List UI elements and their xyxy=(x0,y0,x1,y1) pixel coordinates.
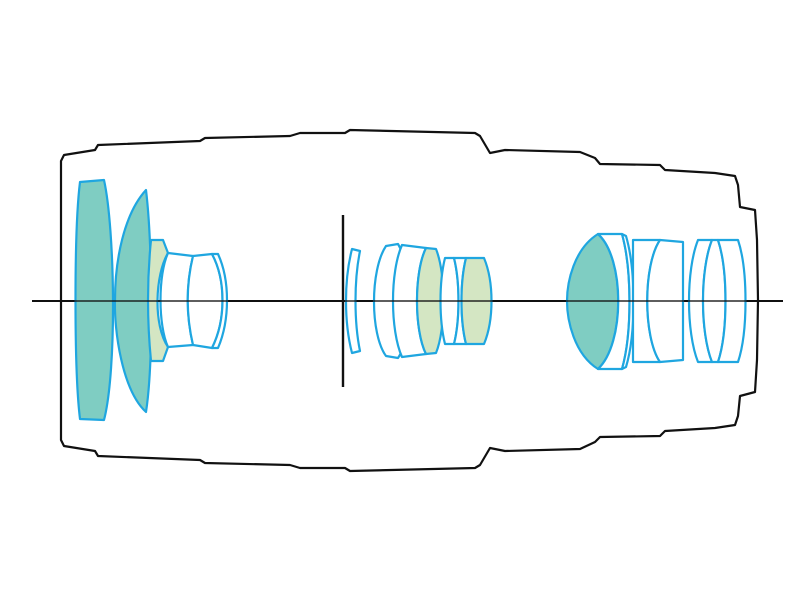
front-element-6 xyxy=(210,252,229,350)
lens-elements xyxy=(74,178,747,422)
front-group xyxy=(74,178,229,422)
front-element-3 xyxy=(146,238,170,363)
middle-group xyxy=(344,242,493,360)
rear-element-3 xyxy=(620,232,635,371)
lens-barrel-outline xyxy=(59,128,760,473)
front-element-1 xyxy=(74,178,115,422)
